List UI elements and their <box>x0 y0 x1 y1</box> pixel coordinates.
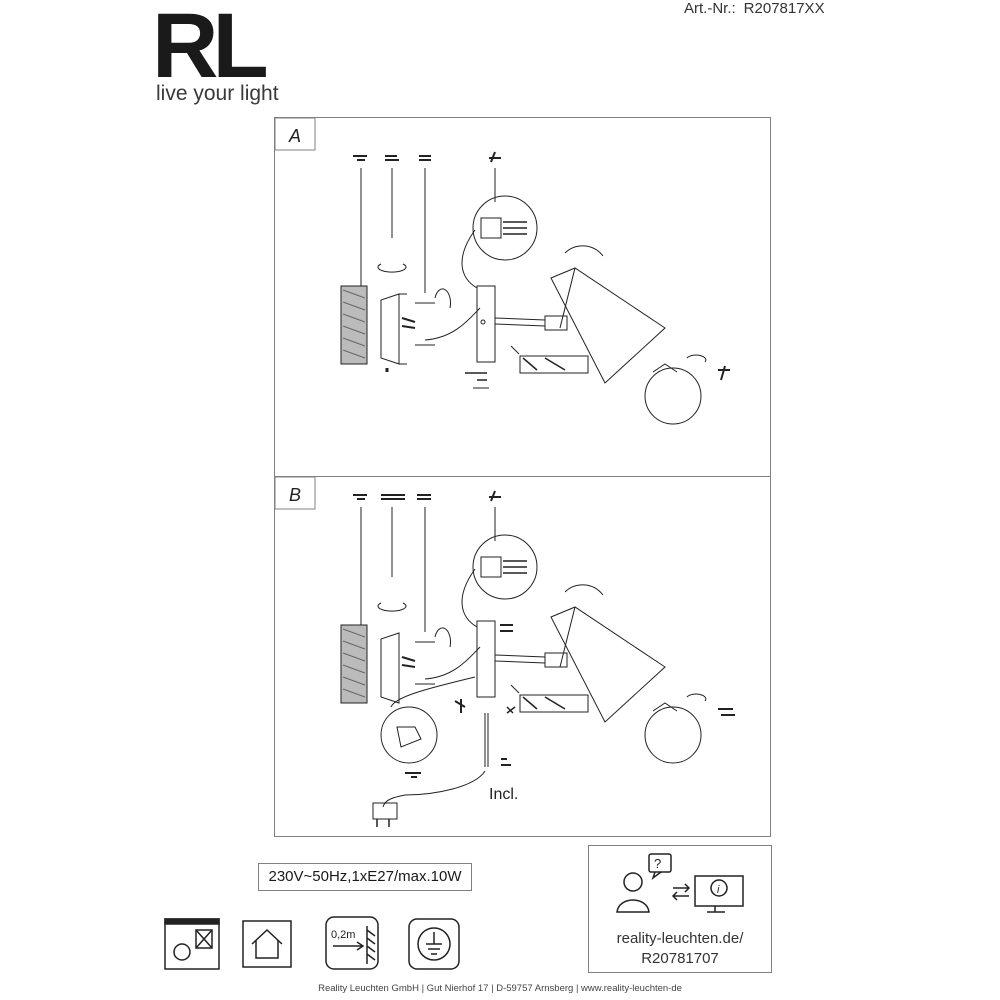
brand-tagline: live your light <box>156 82 279 105</box>
assembly-panel-a: A <box>274 117 771 478</box>
support-icon: ? i <box>616 853 744 913</box>
article-number-value: R207817XX <box>743 0 825 17</box>
assembly-panel-b: B <box>274 476 771 837</box>
included-cable-note: Incl. <box>489 786 518 803</box>
footer-address: Reality Leuchten GmbH | Gut Nierhof 17 |… <box>318 983 682 994</box>
protective-earth-icon <box>408 918 460 970</box>
assembly-diagram-b: B <box>275 477 735 827</box>
info-box: ? i reality-leuchten.de/ R20781707 <box>588 845 772 973</box>
min-distance-icon: 0,2m <box>325 916 379 970</box>
panel-a-label: A <box>288 126 301 146</box>
article-number-label: Art.-Nr.: <box>684 0 736 17</box>
brand-logo: RL <box>152 0 269 97</box>
min-distance-label: 0,2m <box>331 929 355 941</box>
info-code: R20781707 <box>641 950 719 967</box>
assembly-diagram-a: A <box>275 118 730 425</box>
electrical-spec: 230V~50Hz,1xE27/max.10W <box>258 863 472 891</box>
indoor-use-icon <box>242 920 292 968</box>
svg-text:i: i <box>717 884 720 896</box>
article-number: Art.-Nr.: R207817XX <box>684 0 825 17</box>
svg-text:?: ? <box>654 856 661 871</box>
panel-b-label: B <box>289 485 301 505</box>
info-url: reality-leuchten.de/ <box>616 930 744 947</box>
no-covering-icon <box>164 918 220 970</box>
